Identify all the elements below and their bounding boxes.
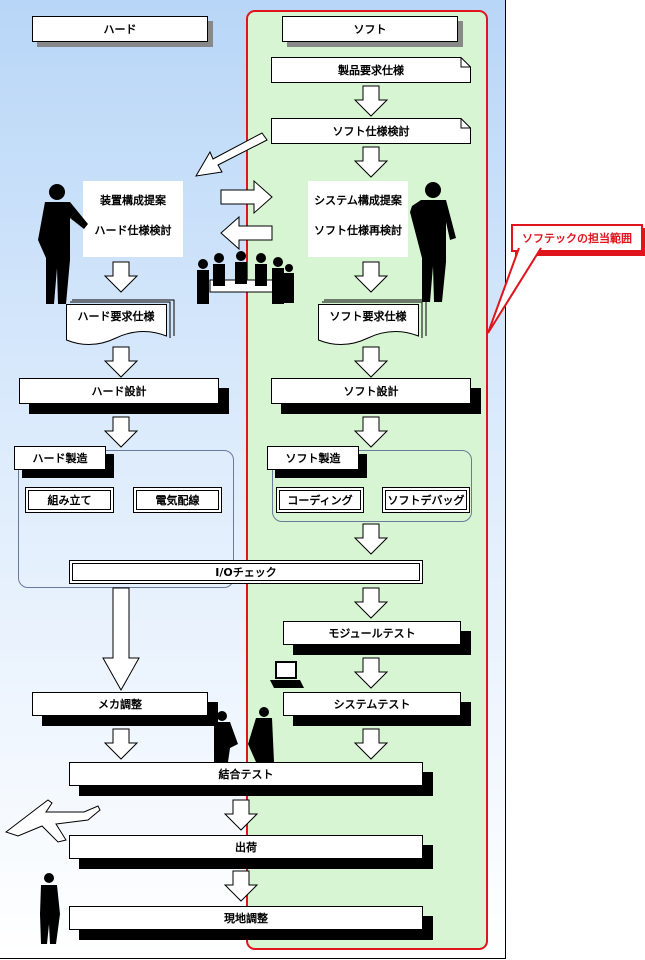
integration-test-box: 結合テスト [69,762,423,786]
arrow-diagonal [195,132,268,177]
soft-header-label: ソフト [353,23,387,36]
wiring-box: 電気配線 [133,487,222,513]
hard-manufacturing-box: ハード製造 [14,446,106,470]
hard-column-header: ハード [32,16,208,42]
onsite-adjust-label: 現地調整 [224,912,268,925]
hard-design-label: ハード設計 [91,385,147,398]
hard-spec-review-label: ハード仕様検討 [94,224,172,237]
shipping-label: 出荷 [235,841,257,854]
hard-header-label: ハード [103,23,137,36]
airplane-icon [4,799,101,843]
soft-column-header: ソフト [282,16,458,42]
hard-design-box: ハード設計 [19,378,219,404]
debug-label: ソフトデバッグ [387,494,465,507]
handshake-people-icon [214,707,274,762]
product-requirements-label: 製品要求仕様 [338,64,404,77]
hard-requirements-doc [66,299,175,345]
assembly-box: 組み立て [25,487,114,513]
meeting-group-icon [197,251,294,304]
shipping-box: 出荷 [69,835,423,859]
mecha-adjust-label: メカ調整 [98,698,142,711]
debug-box: ソフトデバッグ [382,487,470,513]
arrow-down [354,261,388,293]
coding-label: コーディング [287,494,353,507]
assembly-label: 組み立て [47,494,92,507]
arrow-down [224,799,258,831]
soft-requirements-doc [318,299,427,345]
arrow-left [220,215,273,251]
soft-manufacturing-group [272,450,472,522]
hard-requirements-label: ハード要求仕様 [77,310,155,323]
arrow-down [354,146,388,178]
module-test-box: モジュールテスト [283,621,461,645]
io-check-box: I/Oチェック [69,560,423,584]
arrow-down [354,587,388,619]
laptop-icon [270,661,304,688]
integration-test-label: 結合テスト [218,768,274,781]
arrow-down [354,346,388,378]
mecha-adjust-box: メカ調整 [32,692,208,716]
system-test-box: システムテスト [283,692,461,716]
businessman-silhouette-icon [410,182,456,302]
arrow-down [354,657,388,689]
arrow-down [224,870,258,902]
product-requirements-doc [271,57,471,83]
soft-manufacturing-box: ソフト製造 [267,446,359,470]
callout-pointer [487,247,542,334]
io-check-label: I/Oチェック [215,566,277,579]
soft-design-label: ソフト設計 [343,385,399,398]
system-proposal-box [308,181,408,257]
soft-design-box: ソフト設計 [271,378,471,404]
softec-scope-callout: ソフテックの担当範囲 [511,224,643,252]
arrow-down [354,523,388,555]
wiring-label: 電気配線 [155,494,200,507]
arrow-down-long [102,587,140,692]
standing-man-icon [40,873,60,944]
arrow-down [104,728,138,760]
arrow-down [104,261,138,293]
businessman-silhouette-icon [38,184,88,304]
soft-requirements-label: ソフト要求仕様 [329,310,407,323]
soft-manufacturing-label: ソフト製造 [285,452,341,465]
onsite-adjust-box: 現地調整 [69,906,423,930]
soft-spec-rereview-label: ソフト仕様再検討 [314,224,402,237]
arrow-down [354,416,388,448]
system-test-label: システムテスト [333,698,411,711]
arrow-down [104,416,138,448]
soft-spec-review-label: ソフト仕様検討 [332,125,410,138]
arrow-right [220,179,273,215]
system-proposal-label: システム構成提案 [314,194,402,207]
soft-spec-review-doc [271,118,471,144]
arrow-down [354,728,388,760]
coding-box: コーディング [276,487,364,513]
device-proposal-label: 装置構成提案 [100,194,166,207]
arrow-down [354,85,388,117]
arrow-down [104,346,138,378]
module-test-label: モジュールテスト [328,627,416,640]
hard-manufacturing-label: ハード製造 [32,452,88,465]
device-proposal-box [83,181,183,257]
